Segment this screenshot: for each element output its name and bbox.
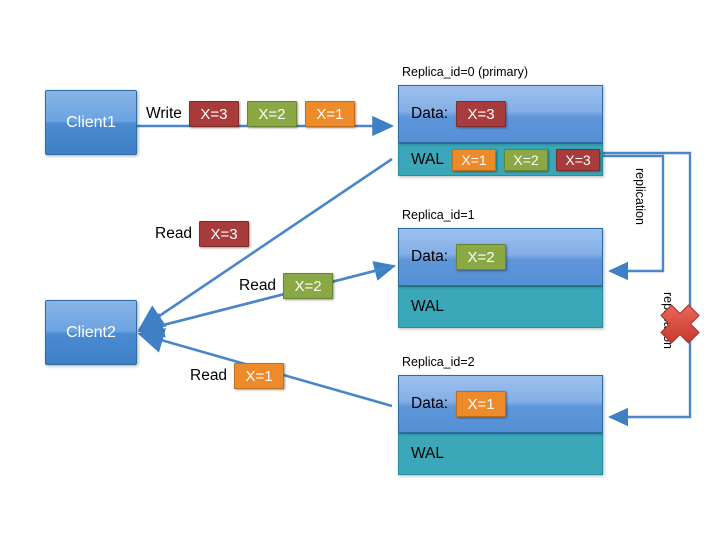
replica-2-wal-title: WAL xyxy=(411,445,445,462)
write-action-label: Write xyxy=(146,105,182,122)
replica-2-label: Replica_id=2 xyxy=(402,355,475,369)
replica-2-data-title: Data: xyxy=(411,395,449,412)
replica-2-data-value: X=1 xyxy=(456,391,507,417)
write-value-chip-2: X=2 xyxy=(246,101,297,127)
client1-box[interactable]: Client1 xyxy=(45,90,137,155)
replica-1-wal-row: WAL xyxy=(398,286,603,328)
read-action-label-2: Read xyxy=(190,367,228,384)
replica-0: Replica_id=0 (primary) Data: X=3 WAL X=1… xyxy=(398,65,603,176)
write-value-chip-3: X=1 xyxy=(304,101,355,127)
client2-box[interactable]: Client2 xyxy=(45,300,137,365)
replica-0-wal-title: WAL xyxy=(411,150,445,168)
replica-0-wal-value-1: X=1 xyxy=(452,148,497,171)
replica-1: Replica_id=1 Data: X=2 WAL xyxy=(398,208,603,328)
replica-2: Replica_id=2 Data: X=1 WAL xyxy=(398,355,603,475)
replica-1-wal-title: WAL xyxy=(411,298,445,315)
client2-label: Client2 xyxy=(66,323,116,341)
replica-1-data-value: X=2 xyxy=(456,244,507,270)
read-value-chip-1: X=2 xyxy=(283,273,334,299)
read-flow-label-replica1: Read X=2 xyxy=(239,273,341,299)
read-value-chip-2: X=1 xyxy=(234,363,285,389)
replication-label-1: replication xyxy=(633,168,647,225)
read-action-label-0: Read xyxy=(155,225,193,242)
replica-0-wal-value-3: X=3 xyxy=(556,148,601,171)
replica-1-label: Replica_id=1 xyxy=(402,208,475,222)
replica-0-data-value: X=3 xyxy=(456,101,507,127)
read-action-label-1: Read xyxy=(239,277,277,294)
replica-0-data-row: Data: X=3 xyxy=(398,85,603,143)
replica-1-data-title: Data: xyxy=(411,248,449,265)
replica-0-data-title: Data: xyxy=(411,105,449,122)
read-value-chip-0: X=3 xyxy=(199,221,250,247)
replica-0-wal-row: WAL X=1 X=2 X=3 xyxy=(398,143,603,176)
read-flow-label-replica2: Read X=1 xyxy=(190,363,292,389)
replica-2-data-row: Data: X=1 xyxy=(398,375,603,433)
replica-2-wal-row: WAL xyxy=(398,433,603,475)
replication-blocked-x-icon xyxy=(660,304,700,344)
write-flow-label: Write X=3 X=2 X=1 xyxy=(146,101,363,127)
write-value-chip-1: X=3 xyxy=(188,101,239,127)
client1-label: Client1 xyxy=(66,113,116,131)
replica-1-data-row: Data: X=2 xyxy=(398,228,603,286)
replica-0-label: Replica_id=0 (primary) xyxy=(402,65,529,79)
replica-0-wal-value-2: X=2 xyxy=(504,148,549,171)
read-flow-label-replica0: Read X=3 xyxy=(155,221,257,247)
